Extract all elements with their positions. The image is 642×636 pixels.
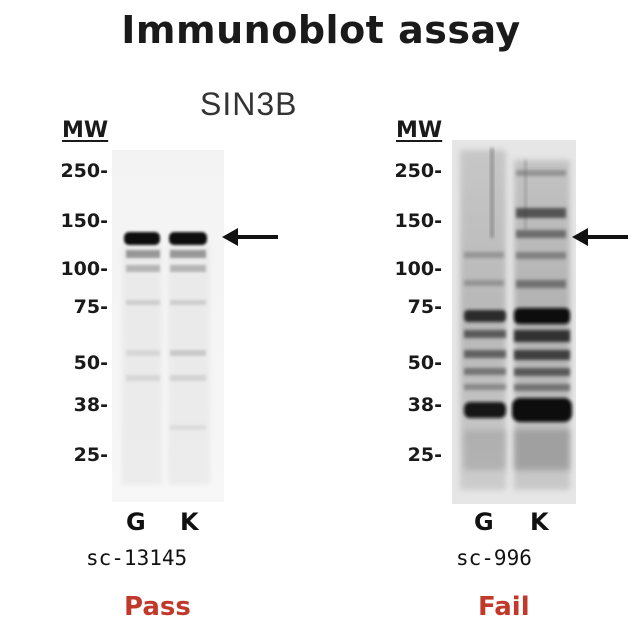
left-catalog-number: sc-13145 bbox=[86, 546, 188, 570]
right-lane-k: K bbox=[530, 508, 549, 536]
right-marker-38: 38- bbox=[407, 394, 442, 416]
left-marker-38: 38- bbox=[73, 394, 108, 416]
left-marker-100: 100- bbox=[60, 258, 108, 280]
right-marker-25: 25- bbox=[407, 444, 442, 466]
left-mw-label: MW bbox=[62, 118, 109, 143]
arrow-icon bbox=[222, 228, 278, 246]
left-marker-25: 25- bbox=[73, 444, 108, 466]
left-marker-150: 150- bbox=[60, 210, 108, 232]
right-lane-g: G bbox=[474, 508, 494, 536]
left-blot-image bbox=[112, 150, 224, 502]
right-blot-image bbox=[452, 140, 576, 504]
right-catalog-number: sc-996 bbox=[456, 546, 532, 570]
right-mw-label: MW bbox=[396, 118, 443, 143]
left-lane-g: G bbox=[126, 508, 146, 536]
right-marker-250: 250- bbox=[394, 160, 442, 182]
right-marker-150: 150- bbox=[394, 210, 442, 232]
target-protein-label: SIN3B bbox=[200, 86, 298, 122]
left-marker-50: 50- bbox=[73, 352, 108, 374]
arrow-icon bbox=[572, 228, 628, 246]
left-marker-250: 250- bbox=[60, 160, 108, 182]
right-result-badge: Fail bbox=[478, 592, 530, 622]
right-marker-100: 100- bbox=[394, 258, 442, 280]
left-lane-k: K bbox=[180, 508, 199, 536]
left-result-badge: Pass bbox=[124, 592, 191, 622]
page-title: Immunoblot assay bbox=[121, 8, 521, 52]
right-marker-50: 50- bbox=[407, 352, 442, 374]
right-marker-75: 75- bbox=[407, 296, 442, 318]
left-marker-75: 75- bbox=[73, 296, 108, 318]
